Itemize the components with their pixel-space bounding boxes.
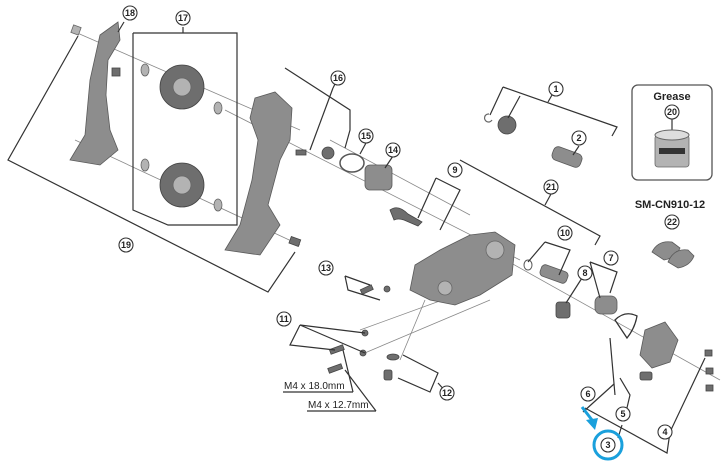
callout-14[interactable]: 14 bbox=[385, 142, 401, 158]
callout-10[interactable]: 10 bbox=[557, 225, 573, 241]
svg-text:21: 21 bbox=[546, 182, 556, 192]
callout-20[interactable]: 20 bbox=[664, 104, 680, 120]
chain-model-label: SM-CN910-12 bbox=[635, 199, 705, 211]
svg-text:9: 9 bbox=[452, 165, 457, 175]
bolts bbox=[327, 284, 400, 381]
callout-6[interactable]: 6 bbox=[580, 386, 596, 402]
callout-1[interactable]: 1 bbox=[548, 81, 564, 97]
svg-text:6: 6 bbox=[585, 389, 590, 399]
leader-lines bbox=[7, 21, 706, 454]
callout-13[interactable]: 13 bbox=[318, 260, 334, 276]
callout-5[interactable]: 5 bbox=[615, 406, 631, 422]
callout-17[interactable]: 17 bbox=[175, 10, 191, 26]
svg-text:22: 22 bbox=[667, 217, 677, 227]
callout-16[interactable]: 16 bbox=[330, 70, 346, 86]
callout-18[interactable]: 18 bbox=[122, 5, 138, 21]
callout-22[interactable]: 22 bbox=[664, 214, 680, 230]
callout-21[interactable]: 21 bbox=[543, 179, 559, 195]
svg-text:20: 20 bbox=[667, 107, 677, 117]
svg-text:5: 5 bbox=[620, 409, 625, 419]
callout-11[interactable]: 11 bbox=[276, 311, 292, 327]
callout-8[interactable]: 8 bbox=[577, 265, 593, 281]
pulleys bbox=[140, 63, 223, 212]
callout-19[interactable]: 19 bbox=[118, 237, 134, 253]
callout-markers: 18 17 16 15 14 1 2 9 21 20 22 10 7 8 13 … bbox=[118, 5, 680, 453]
highlight-callout bbox=[580, 406, 624, 461]
small-parts-right bbox=[483, 113, 583, 168]
inner-plate bbox=[69, 21, 121, 166]
clutch-parts bbox=[523, 259, 638, 340]
bolt-label-long: M4 x 18.0mm bbox=[284, 381, 345, 392]
svg-text:2: 2 bbox=[576, 133, 581, 143]
svg-text:7: 7 bbox=[608, 253, 613, 263]
svg-text:1: 1 bbox=[553, 84, 558, 94]
svg-text:14: 14 bbox=[388, 145, 398, 155]
svg-text:4: 4 bbox=[662, 427, 667, 437]
main-body bbox=[409, 231, 516, 306]
svg-text:16: 16 bbox=[333, 73, 343, 83]
callout-15[interactable]: 15 bbox=[358, 128, 374, 144]
outer-plate bbox=[224, 91, 302, 256]
callout-3[interactable]: 3 bbox=[600, 437, 616, 453]
callout-12[interactable]: 12 bbox=[439, 385, 455, 401]
b-tension-parts bbox=[389, 207, 423, 227]
callout-7[interactable]: 7 bbox=[603, 250, 619, 266]
quick-link bbox=[651, 241, 695, 269]
grease-title: Grease bbox=[653, 91, 690, 103]
callout-2[interactable]: 2 bbox=[571, 130, 587, 146]
svg-text:12: 12 bbox=[442, 388, 452, 398]
svg-text:3: 3 bbox=[605, 440, 610, 450]
small-parts-top bbox=[295, 146, 393, 191]
svg-text:15: 15 bbox=[361, 131, 371, 141]
callout-9[interactable]: 9 bbox=[447, 162, 463, 178]
cover-parts bbox=[639, 321, 714, 392]
callout-4[interactable]: 4 bbox=[657, 424, 673, 440]
svg-text:18: 18 bbox=[125, 8, 135, 18]
svg-text:11: 11 bbox=[279, 314, 289, 324]
svg-text:10: 10 bbox=[560, 228, 570, 238]
grease-box: Grease bbox=[631, 84, 713, 181]
svg-text:17: 17 bbox=[178, 13, 188, 23]
bolt-label-short: M4 x 12.7mm bbox=[308, 400, 369, 411]
svg-text:13: 13 bbox=[321, 263, 331, 273]
svg-text:19: 19 bbox=[121, 240, 131, 250]
svg-text:8: 8 bbox=[582, 268, 587, 278]
